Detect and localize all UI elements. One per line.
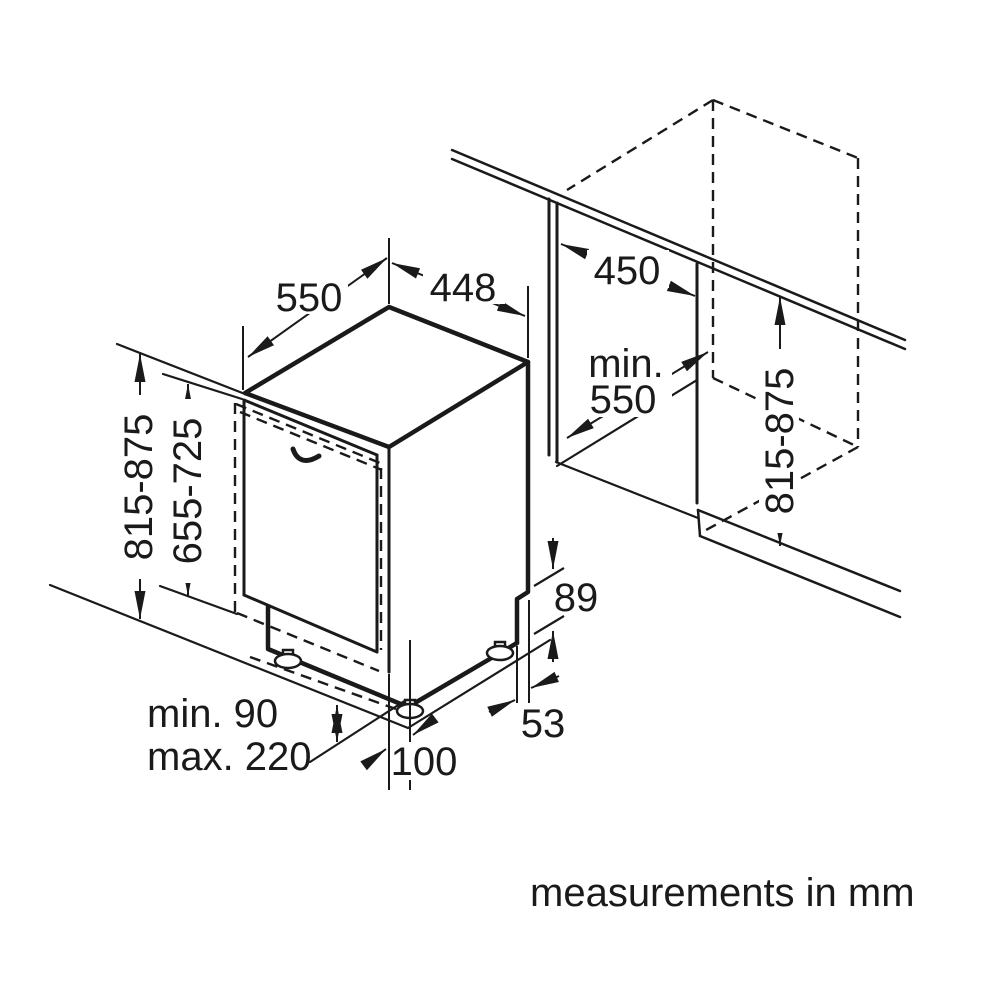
dim-base-recess-label: 53 [521,702,566,746]
dim-top-depth-label: 550 [276,276,343,320]
dim-door-panel-height: 655-725 [166,399,210,583]
dim-plinth-max-label: max. 220 [147,735,312,779]
door-panel [242,398,379,654]
dim-door-panel-height-label: 655-725 [166,418,210,565]
dim-top-width-label: 448 [430,266,497,310]
measurements-note: measurements in mm [530,871,915,915]
dim-foot-inset-label: 100 [391,740,458,784]
door-handle [290,446,322,463]
dim-niche-width-label: 450 [594,249,661,293]
panel-range-dashed [233,402,411,716]
reference-lines [48,342,552,764]
dim-appliance-height-label: 815-875 [117,414,161,561]
dim-niche-depth-prefix-label: min. [588,342,664,386]
dim-base-frame-height-label: 89 [554,576,599,620]
dim-niche-depth-value-label: 550 [590,378,657,422]
niche-phantom-box [566,98,860,532]
adjustable-feet [273,640,515,720]
foot-right [485,640,515,662]
dimension-labels: 550 448 450 min. 550 815-875 815-875 655… [117,249,915,915]
foot-left [273,648,303,670]
dim-plinth-min-label: min. 90 [147,692,278,736]
dim-appliance-height: 815-875 [117,395,161,579]
dim-niche-height-label: 815-875 [758,368,802,515]
dim-niche-height: 815-875 [758,349,802,533]
dishwasher-outline [233,304,531,720]
